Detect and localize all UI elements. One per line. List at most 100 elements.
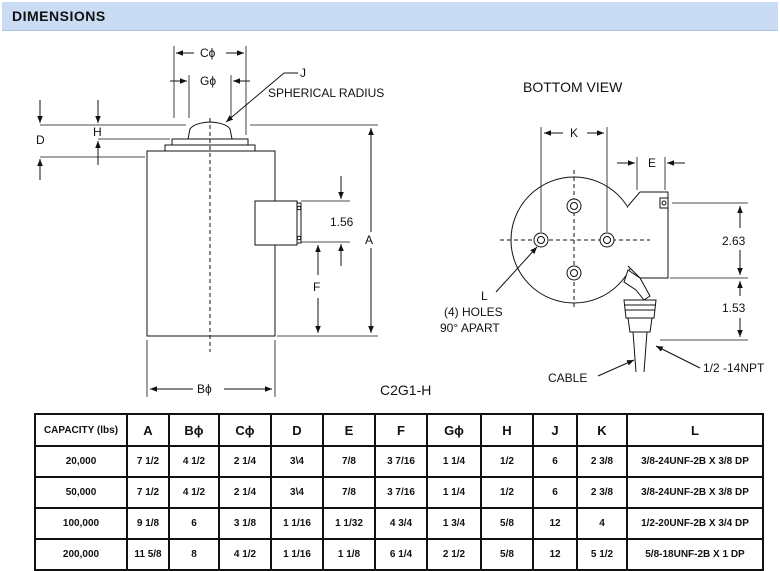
cell-g: 2 1/2 <box>426 538 482 571</box>
cell-f: 3 7/16 <box>374 476 428 509</box>
label-k: K <box>570 126 578 140</box>
header-capacity: CAPACITY (lbs) <box>34 413 128 447</box>
label-b-phi: Bϕ <box>197 382 212 396</box>
header-j: J <box>532 413 578 447</box>
cell-k: 4 <box>576 507 628 540</box>
mount-hole-bottom <box>566 265 582 281</box>
cell-l: 3/8-24UNF-2B X 3/8 DP <box>626 476 764 509</box>
mount-hole-left <box>533 232 549 248</box>
header-f: F <box>374 413 428 447</box>
cell-f: 3 7/16 <box>374 445 428 478</box>
cell-e: 1 1/32 <box>322 507 376 540</box>
bottom-view <box>495 127 748 377</box>
header-b: Bϕ <box>168 413 220 447</box>
cell-k: 5 1/2 <box>576 538 628 571</box>
cell-j: 6 <box>532 445 578 478</box>
cable-gland <box>623 299 657 319</box>
mount-hole-top <box>566 198 582 214</box>
cell-g: 1 1/4 <box>426 445 482 478</box>
label-d: D <box>36 133 45 147</box>
bottom-view-title: BOTTOM VIEW <box>523 79 623 95</box>
label-holes: (4) HOLES <box>444 305 503 319</box>
cell-capacity: 100,000 <box>34 507 128 540</box>
table-row: 200,000 11 5/8 8 4 1/2 1 1/16 1 1/8 6 1/… <box>34 538 764 571</box>
cell-k: 2 3/8 <box>576 445 628 478</box>
cell-b: 6 <box>168 507 220 540</box>
cell-b: 4 1/2 <box>168 445 220 478</box>
cell-f: 4 3/4 <box>374 507 428 540</box>
cell-e: 1 1/8 <box>322 538 376 571</box>
cell-h: 1/2 <box>480 476 534 509</box>
dimensions-table: CAPACITY (lbs) A Bϕ Cϕ D E F Gϕ H J K L … <box>34 413 764 571</box>
cell-c: 4 1/2 <box>218 538 272 571</box>
label-e: E <box>648 156 656 170</box>
cell-h: 5/8 <box>480 538 534 571</box>
cell-g: 1 3/4 <box>426 507 482 540</box>
cell-l: 1/2-20UNF-2B X 3/4 DP <box>626 507 764 540</box>
label-l: L <box>481 289 488 303</box>
label-c-phi: Cϕ <box>200 46 216 60</box>
cylinder-body <box>146 150 276 337</box>
model-name: C2G1-H <box>380 382 431 398</box>
cell-c: 2 1/4 <box>218 445 272 478</box>
cell-a: 7 1/2 <box>126 445 170 478</box>
cell-d: 3\4 <box>270 476 324 509</box>
cell-d: 1 1/16 <box>270 538 324 571</box>
cell-capacity: 20,000 <box>34 445 128 478</box>
table-row: 100,000 9 1/8 6 3 1/8 1 1/16 1 1/32 4 3/… <box>34 507 764 540</box>
cell-j: 12 <box>532 538 578 571</box>
side-view <box>37 46 378 397</box>
bottom-view-labels: K E 2.63 1.53 L (4) HOLES 90° APART CABL… <box>440 126 765 385</box>
cell-c: 2 1/4 <box>218 476 272 509</box>
header-a: A <box>126 413 170 447</box>
label-h: H <box>93 125 102 139</box>
spherical-dome <box>187 121 233 140</box>
bottom-connector <box>627 191 669 279</box>
cell-capacity: 200,000 <box>34 538 128 571</box>
cell-l: 5/8-18UNF-2B X 1 DP <box>626 538 764 571</box>
label-npt: 1/2 -14NPT <box>703 361 765 375</box>
header-g: Gϕ <box>426 413 482 447</box>
label-1-56: 1.56 <box>330 215 354 229</box>
cell-j: 6 <box>532 476 578 509</box>
label-g-phi: Gϕ <box>200 74 216 88</box>
cell-e: 7/8 <box>322 476 376 509</box>
label-f: F <box>313 280 320 294</box>
side-connector <box>254 200 298 246</box>
cell-k: 2 3/8 <box>576 476 628 509</box>
table-header-row: CAPACITY (lbs) A Bϕ Cϕ D E F Gϕ H J K L <box>34 413 764 447</box>
label-a: A <box>365 233 373 247</box>
label-spherical-radius: SPHERICAL RADIUS <box>268 86 384 100</box>
mount-hole-right <box>599 232 615 248</box>
cell-j: 12 <box>532 507 578 540</box>
header-c: Cϕ <box>218 413 272 447</box>
cell-a: 11 5/8 <box>126 538 170 571</box>
dimension-drawing: Cϕ Gϕ J SPHERICAL RADIUS D H A 1.56 F Bϕ… <box>36 46 765 398</box>
side-view-labels: Cϕ Gϕ J SPHERICAL RADIUS D H A 1.56 F Bϕ… <box>36 46 431 398</box>
cell-a: 7 1/2 <box>126 476 170 509</box>
cell-b: 4 1/2 <box>168 476 220 509</box>
label-1-53: 1.53 <box>722 301 746 315</box>
header-k: K <box>576 413 628 447</box>
table-row: 20,000 7 1/2 4 1/2 2 1/4 3\4 7/8 3 7/16 … <box>34 445 764 478</box>
header-h: H <box>480 413 534 447</box>
cell-f: 6 1/4 <box>374 538 428 571</box>
cell-b: 8 <box>168 538 220 571</box>
cell-d: 3\4 <box>270 445 324 478</box>
label-2-63: 2.63 <box>722 234 746 248</box>
cell-capacity: 50,000 <box>34 476 128 509</box>
cell-g: 1 1/4 <box>426 476 482 509</box>
cell-d: 1 1/16 <box>270 507 324 540</box>
cell-h: 1/2 <box>480 445 534 478</box>
header-d: D <box>270 413 324 447</box>
cell-l: 3/8-24UNF-2B X 3/8 DP <box>626 445 764 478</box>
section-header: DIMENSIONS <box>2 2 778 31</box>
cell-c: 3 1/8 <box>218 507 272 540</box>
label-apart: 90° APART <box>440 321 500 335</box>
cell-h: 5/8 <box>480 507 534 540</box>
table-row: 50,000 7 1/2 4 1/2 2 1/4 3\4 7/8 3 7/16 … <box>34 476 764 509</box>
cell-e: 7/8 <box>322 445 376 478</box>
header-l: L <box>626 413 764 447</box>
label-j: J <box>300 66 306 80</box>
header-e: E <box>322 413 376 447</box>
